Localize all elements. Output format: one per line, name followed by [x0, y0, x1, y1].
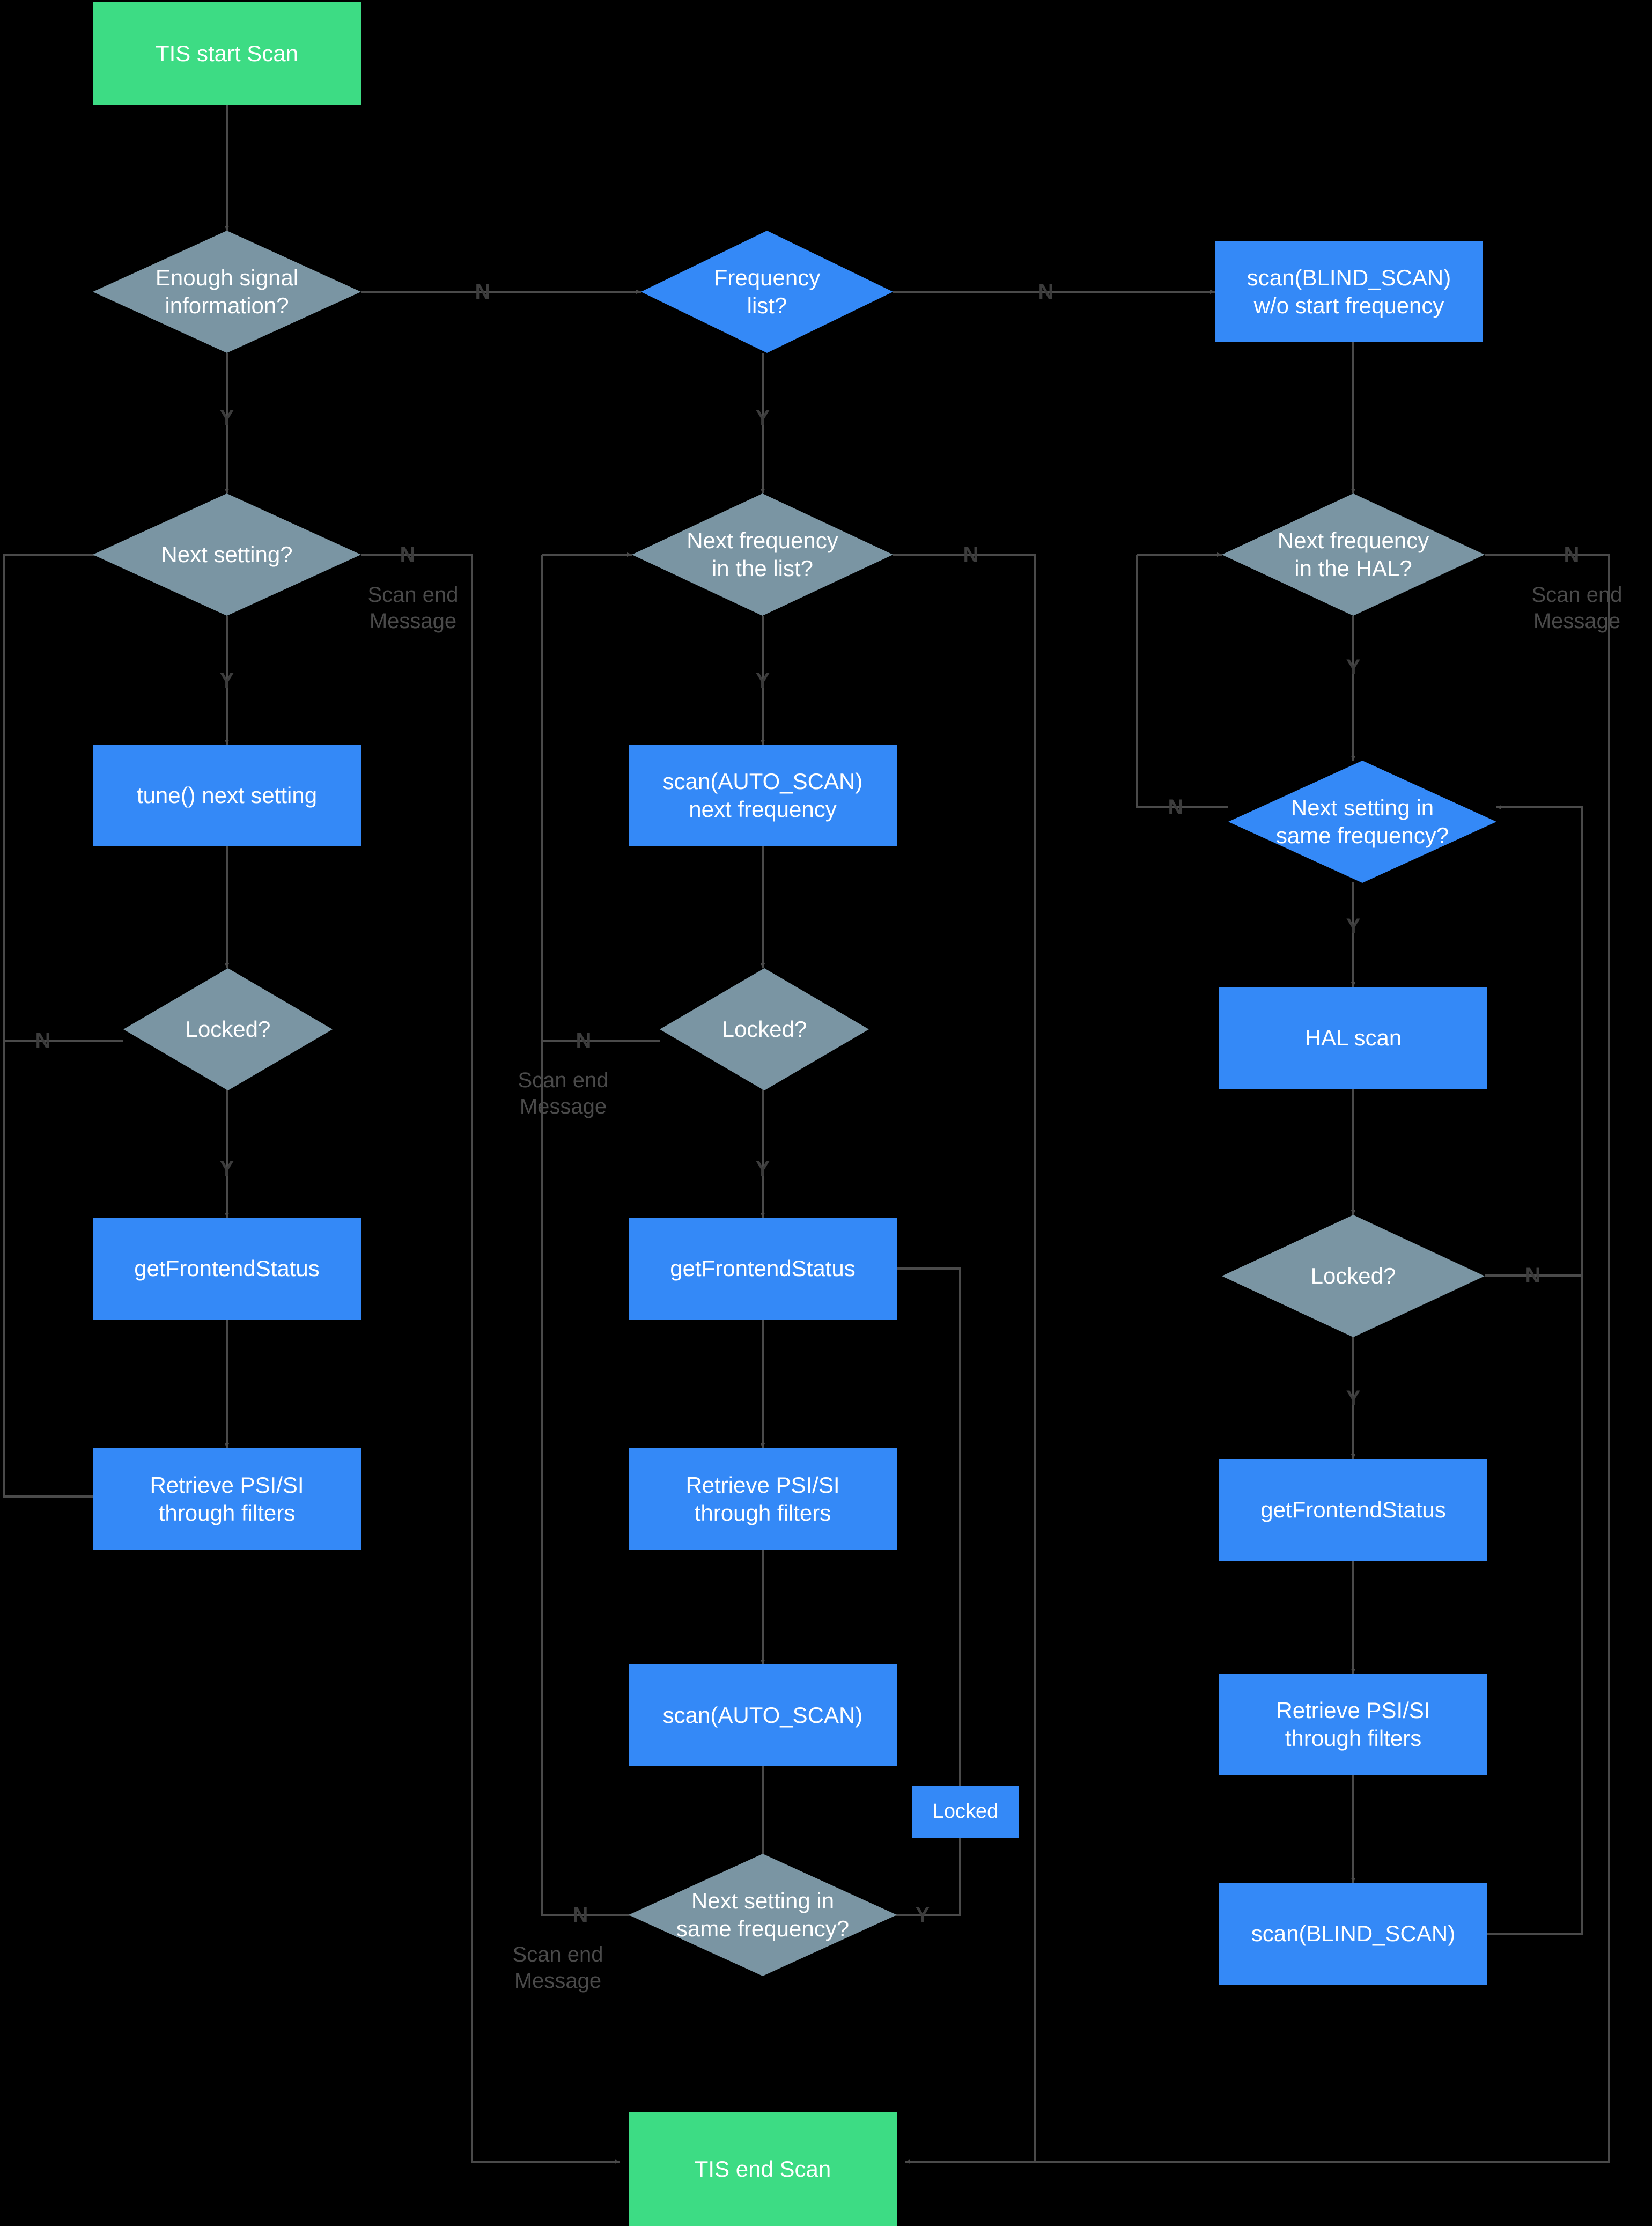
node-scan-blind-scan[interactable]: scan(BLIND_SCAN): [1219, 1883, 1487, 1985]
node-label: getFrontendStatus: [134, 1255, 320, 1281]
edge-label-y-enough-signal: Y: [219, 406, 234, 430]
node-next-setting-in-same-frequency-right[interactable]: Next setting in same frequency?: [1228, 761, 1496, 883]
node-label: Locked: [932, 1800, 999, 1823]
note-scan-end-message-left: Scan end Message: [367, 583, 459, 633]
node-label: Retrieve PSI/SI through filters: [1276, 1697, 1430, 1751]
diamond-shape: [632, 493, 893, 616]
node-label: scan(BLIND_SCAN) w/o start frequency: [1247, 264, 1451, 319]
edge-label-n-enough-signal: N: [475, 280, 491, 304]
diamond-shape: [123, 968, 333, 1090]
edge-label-y-next-setting-same-frequency-right: Y: [1346, 915, 1361, 938]
node-retrieve-psi-si-middle[interactable]: Retrieve PSI/SI through filters: [629, 1448, 897, 1550]
node-next-frequency-in-the-list[interactable]: Next frequency in the list?: [632, 493, 893, 616]
node-label: tune() next setting: [136, 782, 318, 808]
node-tune-next-setting[interactable]: tune() next setting: [93, 745, 361, 846]
node-next-frequency-in-the-hal[interactable]: Next frequency in the HAL?: [1222, 493, 1485, 616]
diamond-shape: [93, 231, 361, 353]
edge-label-y-locked-middle: Y: [755, 1157, 770, 1181]
edge-label-y-locked-right: Y: [1346, 1387, 1361, 1410]
diamond-shape: [629, 1854, 897, 1976]
edge-label-n-next-frequency-hal: N: [1564, 543, 1580, 566]
node-label: scan(AUTO_SCAN): [662, 1702, 863, 1728]
node-label: TIS start Scan: [155, 40, 299, 66]
node-get-frontend-status-right[interactable]: getFrontendStatus: [1219, 1459, 1487, 1561]
node-tis-start-scan[interactable]: TIS start Scan: [93, 2, 361, 105]
diamond-shape: [1222, 493, 1485, 616]
node-next-setting[interactable]: Next setting?: [93, 493, 361, 616]
node-next-setting-in-same-frequency-middle[interactable]: Next setting in same frequency?: [629, 1854, 897, 1976]
node-label: getFrontendStatus: [670, 1255, 856, 1281]
node-locked-right[interactable]: Locked?: [1222, 1215, 1485, 1337]
node-get-frontend-status-middle[interactable]: getFrontendStatus: [629, 1218, 897, 1320]
note-scan-end-message-middle-top: Scan end Message: [518, 1068, 609, 1118]
edge-label-n-next-setting-same-frequency-right: N: [1168, 795, 1184, 819]
diamond-shape: [1222, 1215, 1485, 1337]
edge-label-y-frequency-list: Y: [755, 406, 770, 430]
node-enough-signal-information[interactable]: Enough signal information?: [93, 231, 361, 353]
note-scan-end-message-middle-bottom: Scan end Message: [512, 1943, 603, 1993]
edge-label-n-frequency-list: N: [1038, 280, 1054, 304]
note-scan-end-message-right: Scan end Message: [1531, 583, 1622, 633]
diamond-shape: [660, 968, 869, 1090]
node-label: TIS end Scan: [694, 2156, 831, 2181]
node-label: HAL scan: [1304, 1024, 1402, 1050]
diamond-shape: [93, 493, 361, 616]
edge-label-n-locked-right: N: [1525, 1264, 1541, 1287]
node-get-frontend-status-left[interactable]: getFrontendStatus: [93, 1218, 361, 1320]
edge-label-y-next-frequency-list: Y: [755, 669, 770, 692]
node-label: scan(BLIND_SCAN): [1251, 1920, 1456, 1946]
node-label: getFrontendStatus: [1260, 1497, 1446, 1522]
node-retrieve-psi-si-left[interactable]: Retrieve PSI/SI through filters: [93, 1448, 361, 1550]
edge-label-y-next-setting-same-frequency-middle: Y: [915, 1903, 930, 1927]
diamond-shape: [1228, 761, 1496, 883]
edge-label-n-next-frequency-list: N: [963, 543, 979, 566]
node-retrieve-psi-si-right[interactable]: Retrieve PSI/SI through filters: [1219, 1674, 1487, 1775]
node-locked-middle[interactable]: Locked?: [660, 968, 869, 1090]
node-label: Retrieve PSI/SI through filters: [150, 1472, 304, 1526]
edge-label-n-locked-left: N: [35, 1029, 51, 1052]
edge-label-y-next-frequency-hal: Y: [1346, 655, 1361, 679]
edge-label-n-locked-middle: N: [576, 1029, 592, 1052]
node-tis-end-scan[interactable]: TIS end Scan: [629, 2112, 897, 2226]
edge-label-y-locked-left: Y: [219, 1157, 234, 1181]
diamond-shape: [641, 231, 893, 353]
node-label: Retrieve PSI/SI through filters: [685, 1472, 840, 1526]
edge-label-n-next-setting-same-frequency-middle: N: [572, 1903, 588, 1927]
node-locked-left[interactable]: Locked?: [123, 968, 333, 1090]
node-scan-auto-scan-next-frequency[interactable]: scan(AUTO_SCAN) next frequency: [629, 745, 897, 846]
node-hal-scan[interactable]: HAL scan: [1219, 987, 1487, 1089]
node-locked-badge[interactable]: Locked: [912, 1786, 1019, 1838]
node-scan-auto-scan[interactable]: scan(AUTO_SCAN): [629, 1664, 897, 1766]
node-frequency-list[interactable]: Frequency list?: [641, 231, 893, 353]
edge-label-n-next-setting: N: [400, 543, 416, 566]
edge-label-y-next-setting: Y: [219, 669, 234, 692]
node-label: scan(AUTO_SCAN) next frequency: [662, 768, 863, 822]
node-scan-blind-scan-wo-start-frequency[interactable]: scan(BLIND_SCAN) w/o start frequency: [1215, 241, 1483, 342]
